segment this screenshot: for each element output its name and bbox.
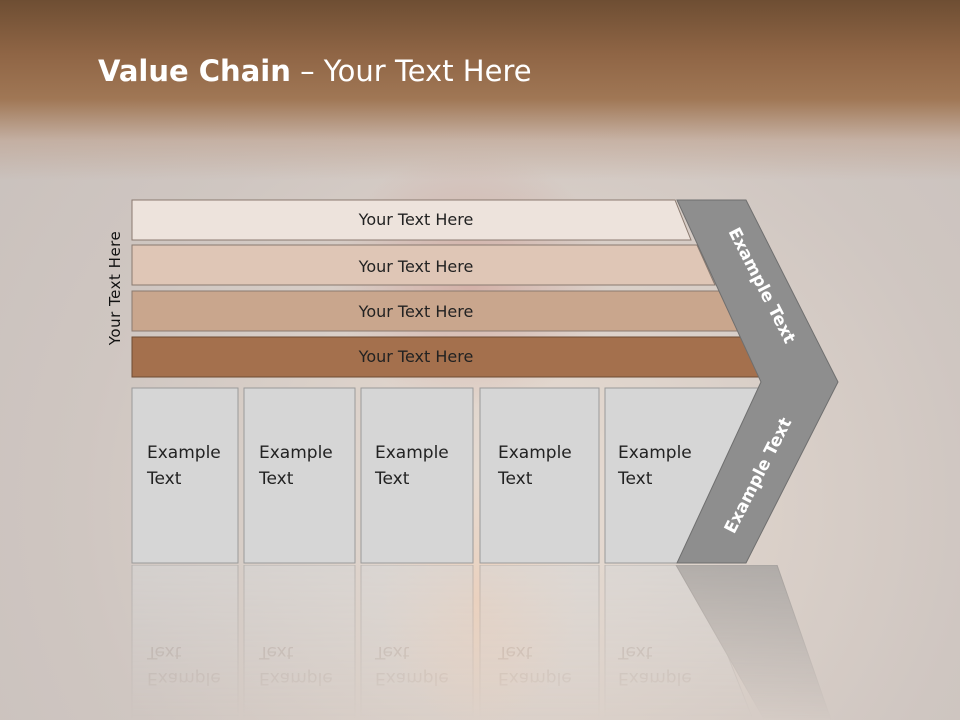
- column-box-3: [360, 387, 474, 564]
- column-4-line-1: Example: [498, 443, 572, 463]
- column-1-line-2: Text: [146, 469, 182, 489]
- column-1-line-1: Example: [147, 443, 221, 463]
- slide-title: Value Chain – Your Text Here: [98, 54, 532, 88]
- column-box-1: [131, 387, 239, 564]
- chevron-arrow: [676, 199, 839, 564]
- column-2-line-1: Example: [259, 443, 333, 463]
- column-2-line-2: Text: [258, 469, 294, 489]
- column-5-line-2: Text: [617, 469, 653, 489]
- header-band: [0, 0, 960, 180]
- column-3-line-2: Text: [374, 469, 410, 489]
- column-5-line-1: Example: [618, 443, 692, 463]
- row-label-2: Your Text Here: [358, 257, 474, 276]
- svg-text:Text: Text: [617, 642, 653, 662]
- column-4-line-2: Text: [497, 469, 533, 489]
- row-label-3: Your Text Here: [358, 302, 474, 321]
- row-bar-2: [131, 244, 716, 286]
- svg-text:Example: Example: [147, 668, 221, 688]
- svg-text:Text: Text: [374, 642, 410, 662]
- column-box-4: [479, 387, 600, 564]
- column-box-2: [243, 387, 356, 564]
- svg-text:Example: Example: [375, 668, 449, 688]
- title-rest: – Your Text Here: [290, 54, 532, 88]
- svg-text:Text: Text: [146, 642, 182, 662]
- svg-text:Example: Example: [498, 668, 572, 688]
- row-bar-1: [131, 199, 692, 241]
- reflection: Example Text Example Text Example Text Exam…: [131, 564, 832, 720]
- row-label-4: Your Text Here: [358, 347, 474, 366]
- row-label-1: Your Text Here: [358, 210, 474, 229]
- svg-text:Text: Text: [258, 642, 294, 662]
- svg-text:Example: Example: [618, 668, 692, 688]
- svg-text:Text: Text: [497, 642, 533, 662]
- column-3-line-1: Example: [375, 443, 449, 463]
- svg-text:Example: Example: [259, 668, 333, 688]
- title-bold: Value Chain: [98, 54, 291, 88]
